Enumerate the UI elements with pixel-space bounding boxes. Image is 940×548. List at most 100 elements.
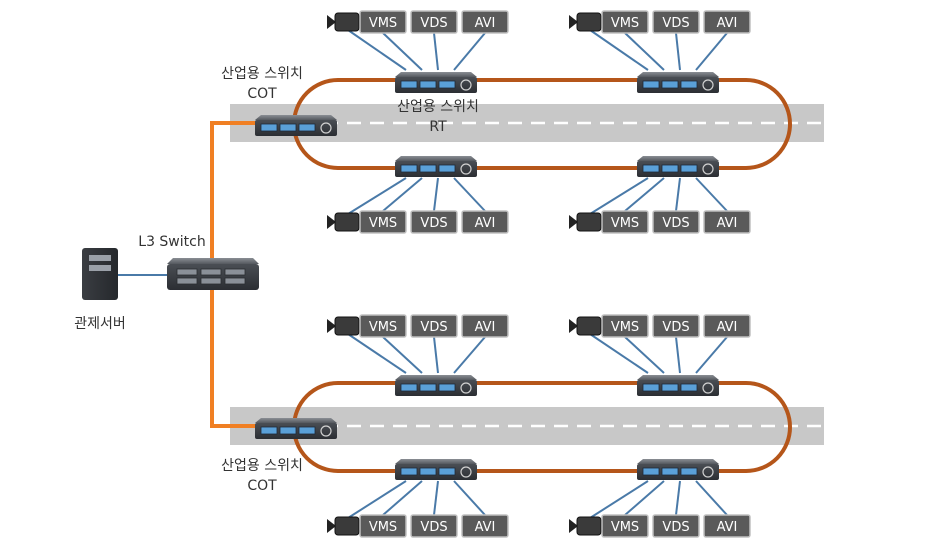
control-server-label: 관제서버 [74, 316, 126, 332]
device-link [433, 32, 439, 71]
device-vms-label: VMS [611, 520, 639, 535]
device-link [695, 177, 728, 212]
cot-top-label: 산업용 스위치 COT [206, 64, 318, 104]
rt-switch-6 [637, 375, 719, 396]
device-vds: VDS [652, 514, 700, 538]
device-avi-label: AVI [717, 520, 738, 535]
rt-switch-1 [395, 72, 477, 93]
rt-switch-5 [395, 375, 477, 396]
device-link [382, 177, 423, 212]
device-avi-label: AVI [717, 16, 738, 31]
device-link [624, 480, 665, 516]
device-vds: VDS [652, 314, 700, 338]
device-link [453, 32, 486, 71]
device-vms: VMS [359, 210, 407, 234]
device-vds-label: VDS [662, 216, 689, 231]
device-link [624, 336, 665, 374]
device-link [695, 32, 728, 71]
camera-icon [327, 12, 360, 32]
device-avi: AVI [703, 10, 751, 34]
l3-switch-label: L3 Switch [138, 234, 206, 250]
device-link [624, 177, 665, 212]
rt-switch-2 [637, 72, 719, 93]
device-link [382, 480, 423, 516]
cot-switch-top [255, 115, 337, 136]
cot-bottom-name: 산업용 스위치 [221, 458, 303, 474]
rt-switch-4 [637, 156, 719, 177]
device-vds: VDS [410, 10, 458, 34]
device-link [589, 480, 649, 519]
cot-switch-bottom [255, 418, 337, 439]
camera-icon [569, 516, 602, 536]
device-vms: VMS [601, 314, 649, 338]
cot-bottom-code: COT [247, 478, 277, 494]
device-link [347, 177, 407, 215]
camera-icon [327, 212, 360, 232]
rt-switch-8 [637, 459, 719, 480]
device-link [589, 29, 649, 71]
device-avi: AVI [461, 10, 509, 34]
camera-icon [327, 316, 360, 336]
device-link [347, 480, 407, 519]
cot-top-code: COT [247, 86, 277, 102]
device-vms-label: VMS [369, 216, 397, 231]
device-link [624, 32, 665, 71]
uplink-top [210, 121, 256, 262]
cot-bottom-label: 산업용 스위치 COT [206, 456, 318, 496]
device-link [382, 336, 423, 374]
device-avi: AVI [703, 210, 751, 234]
device-vms-label: VMS [369, 320, 397, 335]
device-vds: VDS [410, 314, 458, 338]
device-vds: VDS [652, 210, 700, 234]
device-avi-label: AVI [475, 520, 496, 535]
device-vms: VMS [601, 10, 649, 34]
device-link [675, 336, 681, 374]
l3-switch [167, 258, 259, 290]
device-avi-label: AVI [717, 320, 738, 335]
rt-name: 산업용 스위치 [397, 99, 479, 115]
device-vds-label: VDS [420, 216, 447, 231]
device-vds-label: VDS [420, 16, 447, 31]
control-server [82, 248, 118, 300]
device-vms: VMS [359, 10, 407, 34]
device-vds-label: VDS [662, 16, 689, 31]
device-link [675, 32, 681, 71]
device-avi: AVI [703, 314, 751, 338]
device-vds: VDS [410, 514, 458, 538]
device-vms: VMS [601, 210, 649, 234]
rt-code: RT [429, 119, 447, 135]
device-vms: VMS [601, 514, 649, 538]
device-link [453, 336, 486, 374]
device-vms-label: VMS [611, 16, 639, 31]
device-link [589, 177, 649, 215]
device-link [453, 177, 486, 212]
uplink-bottom [210, 288, 256, 428]
device-link [453, 480, 486, 516]
device-vds-label: VDS [662, 320, 689, 335]
device-link [347, 333, 407, 374]
device-vms-label: VMS [611, 320, 639, 335]
device-link [382, 32, 423, 71]
device-avi: AVI [461, 314, 509, 338]
device-vds-label: VDS [662, 520, 689, 535]
device-vms: VMS [359, 314, 407, 338]
device-avi: AVI [461, 210, 509, 234]
rt-switch-3 [395, 156, 477, 177]
device-link [433, 480, 439, 516]
rt-label: 산업용 스위치 RT [382, 97, 494, 137]
device-avi: AVI [703, 514, 751, 538]
device-avi-label: AVI [475, 16, 496, 31]
cot-top-name: 산업용 스위치 [221, 66, 303, 82]
device-link [433, 177, 439, 212]
device-link [347, 29, 407, 71]
device-avi-label: AVI [475, 216, 496, 231]
device-avi: AVI [461, 514, 509, 538]
device-vms: VMS [359, 514, 407, 538]
device-avi-label: AVI [475, 320, 496, 335]
device-vds: VDS [652, 10, 700, 34]
device-vds-label: VDS [420, 520, 447, 535]
camera-icon [327, 516, 360, 536]
camera-icon [569, 12, 602, 32]
device-link [695, 336, 728, 374]
